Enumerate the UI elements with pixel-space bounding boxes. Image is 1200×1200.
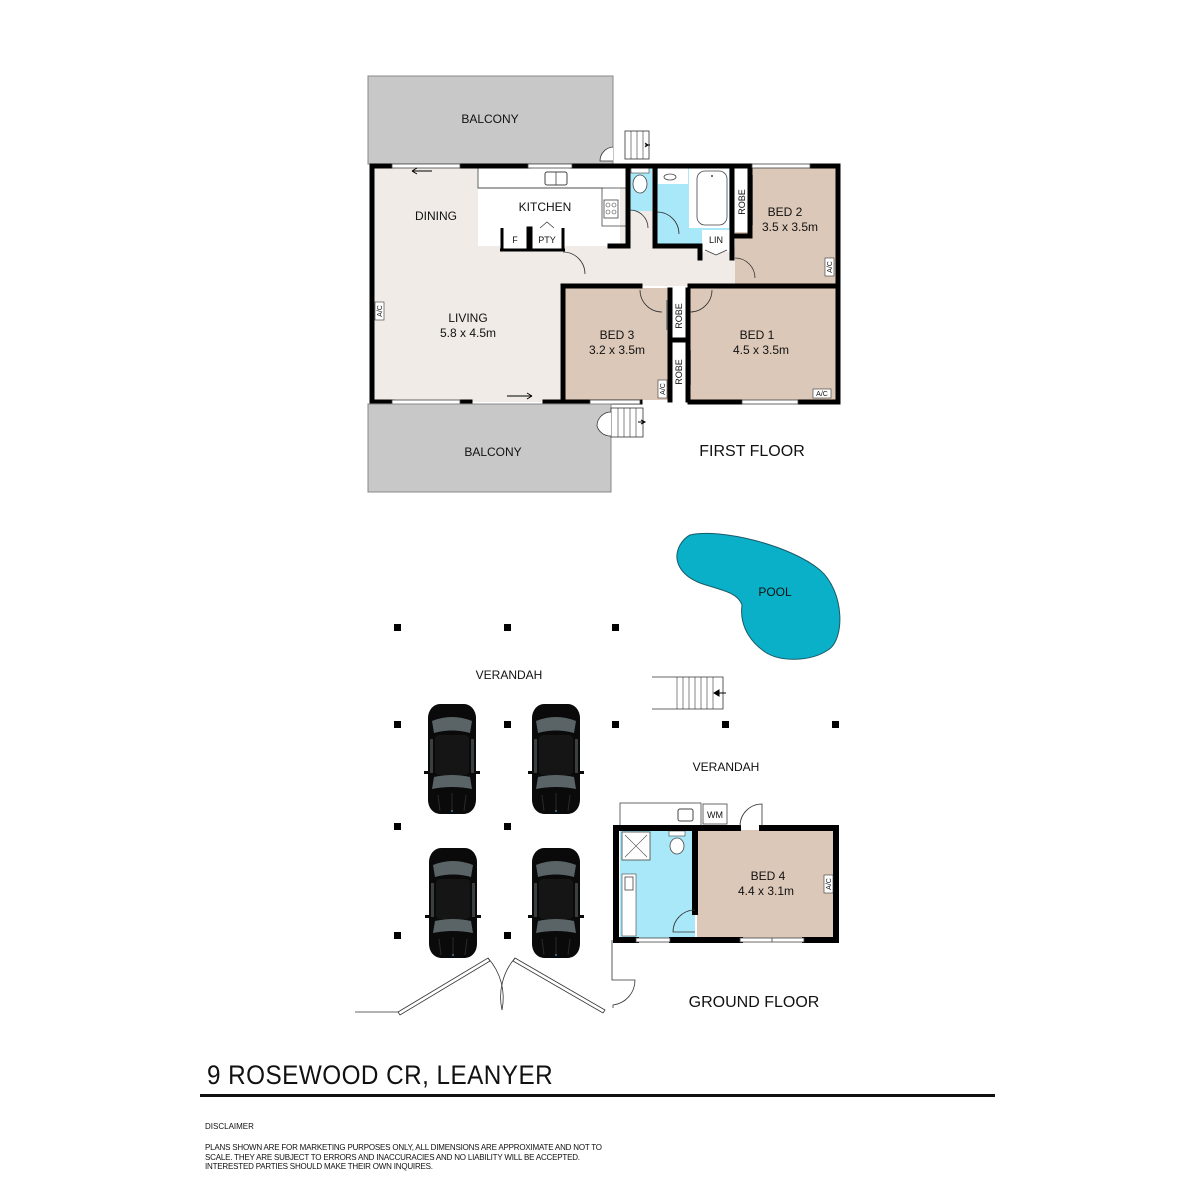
svg-text:A/C: A/C	[377, 305, 384, 317]
toilet-icon	[669, 837, 685, 855]
bed4-floor	[697, 830, 834, 938]
pool-label: POOL	[758, 585, 792, 599]
verandah-left-label: VERANDAH	[476, 668, 543, 682]
first-floor-title: FIRST FLOOR	[699, 443, 805, 460]
balcony-bottom-label: BALCONY	[464, 445, 521, 459]
stairs-ground[interactable]	[652, 676, 726, 710]
bed1-dimensions: 4.5 x 3.5m	[733, 343, 789, 357]
bed2-dimensions: 3.5 x 3.5m	[762, 220, 818, 234]
disclaimer-body: PLANS SHOWN ARE FOR MARKETING PURPOSES O…	[205, 1143, 602, 1171]
door-swings-first-floor	[562, 209, 756, 313]
bed3-label: BED 3	[600, 328, 635, 342]
stairs-bottom[interactable]	[596, 407, 647, 438]
ac-units-first-floor: A/C A/C A/C A/C	[374, 257, 835, 399]
bed2-label: BED 2	[768, 205, 803, 219]
robe-bed2-label: ROBE	[737, 189, 747, 215]
bathtub-icon	[696, 170, 728, 226]
fridge-pantry: F PTY	[500, 221, 565, 252]
bed1-label: BED 1	[740, 328, 775, 342]
car-icon	[527, 703, 585, 815]
windows-first-floor	[391, 163, 811, 405]
dining-label: DINING	[415, 209, 457, 223]
living-label: LIVING	[448, 311, 487, 325]
living-dimensions: 5.8 x 4.5m	[440, 326, 496, 340]
balcony-top-label: BALCONY	[461, 112, 518, 126]
stairs-top[interactable]	[599, 130, 650, 162]
car-icon	[423, 703, 481, 815]
car-icon	[424, 847, 482, 959]
svg-text:A/C: A/C	[827, 261, 834, 273]
ground-floor-title: GROUND FLOOR	[689, 994, 820, 1011]
bed1-floor	[690, 288, 837, 400]
svg-text:A/C: A/C	[660, 383, 667, 395]
ground-floor-plan: POOL VERANDAH VERANDAH	[355, 532, 841, 1016]
fridge-label: F	[512, 235, 518, 245]
bed3-dimensions: 3.2 x 3.5m	[589, 343, 645, 357]
svg-text:A/C: A/C	[816, 391, 828, 398]
ground-floor-walls	[613, 825, 839, 943]
ac-unit-bed4: A/C	[826, 878, 833, 890]
first-floor-plan: BALCONY DINING KITCHEN	[367, 75, 841, 493]
property-address: 9 ROSEWOOD CR, LEANYER	[207, 1060, 554, 1090]
disclaimer-heading: DISCLAIMER	[205, 1122, 254, 1131]
verandah-posts	[394, 624, 839, 939]
washing-machine-label: WM	[707, 810, 723, 820]
bed4-label: BED 4	[751, 869, 786, 883]
balcony-top	[367, 75, 614, 165]
robe-bed1-label: ROBE	[674, 359, 684, 385]
robe-bed3-label: ROBE	[674, 303, 684, 329]
linen-label: LIN	[709, 235, 723, 245]
title-divider	[200, 1094, 995, 1097]
toilet-icon	[632, 174, 648, 194]
pantry-label: PTY	[538, 235, 556, 245]
first-floor-walls	[369, 163, 841, 405]
bed4-dimensions: 4.4 x 3.1m	[738, 884, 794, 898]
car-icon	[527, 847, 585, 959]
basin-icon	[663, 173, 677, 181]
verandah-right-label: VERANDAH	[693, 760, 760, 774]
balcony-bottom	[367, 403, 612, 493]
kitchen-label: KITCHEN	[519, 200, 572, 214]
bed3-floor	[565, 288, 668, 400]
pool	[676, 532, 841, 660]
cooktop-icon	[603, 199, 619, 219]
garage-doors[interactable]	[355, 940, 636, 1016]
